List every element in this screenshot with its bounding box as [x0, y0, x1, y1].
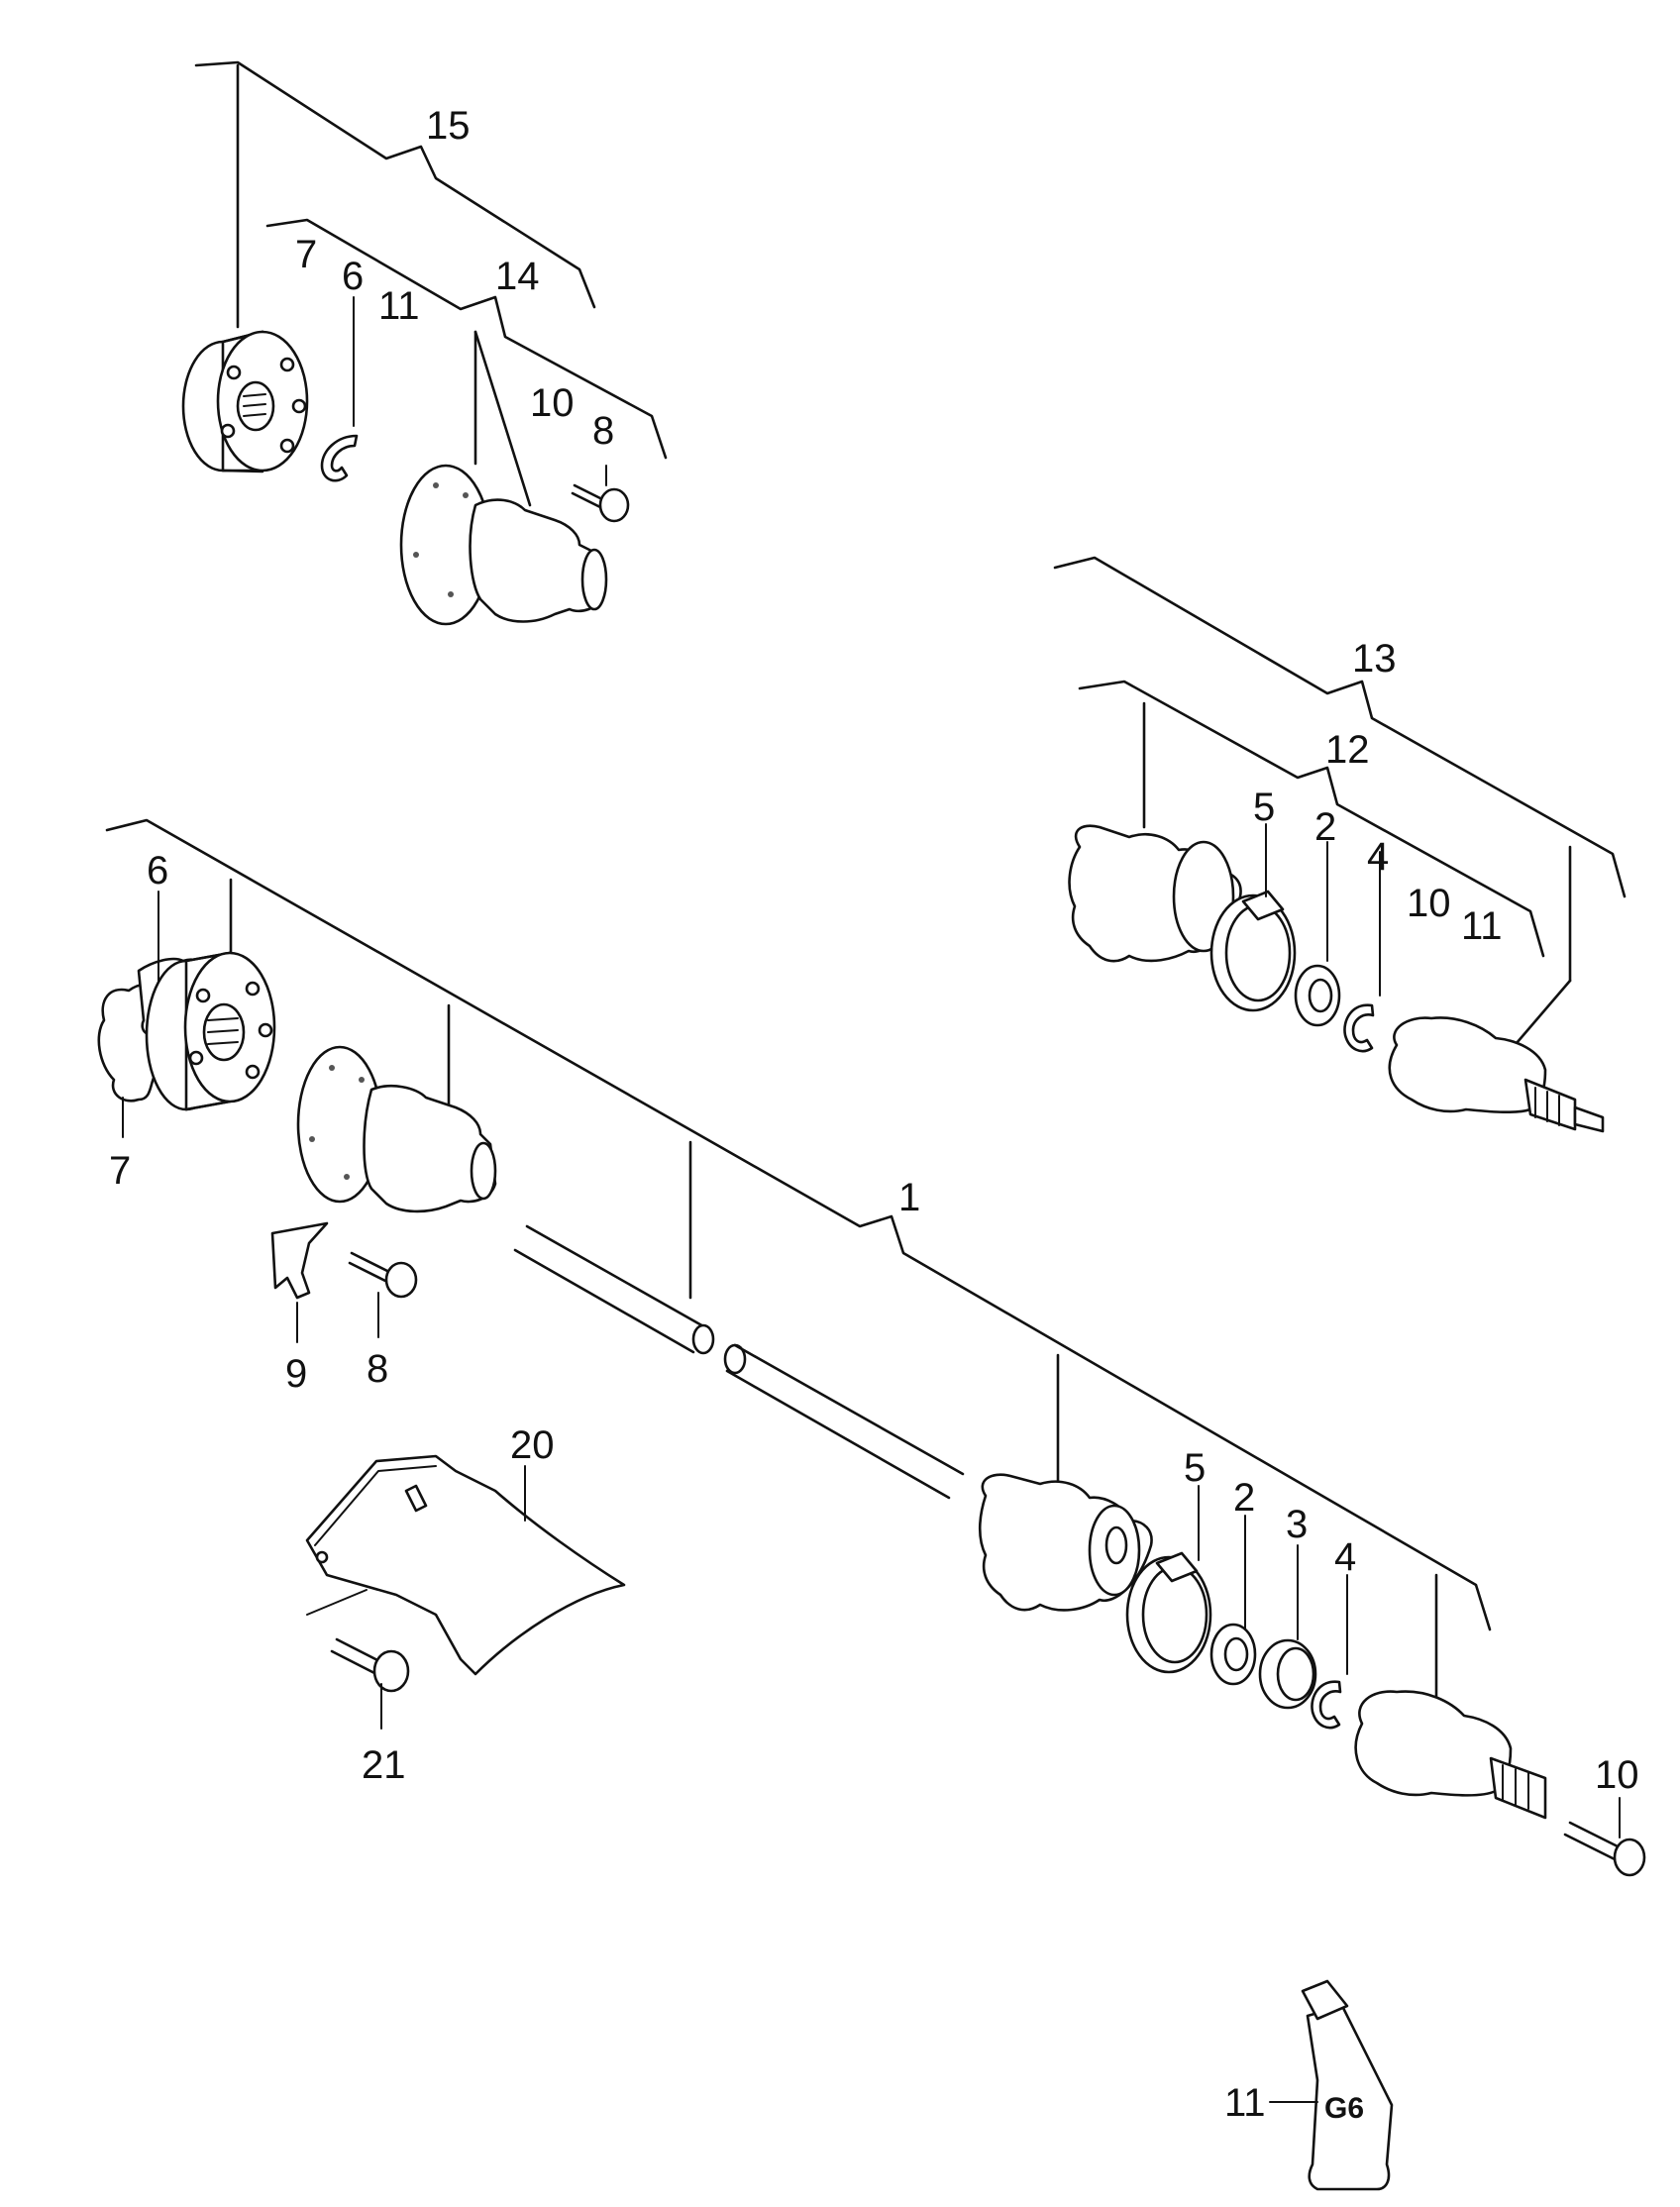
callout-9: 9: [285, 1352, 307, 1396]
bracket-9: [270, 1221, 329, 1343]
callout-8-main: 8: [367, 1347, 388, 1391]
leader-bracket-12: [1078, 680, 1545, 958]
outer-cv-joint-main: [1354, 1690, 1547, 1820]
clamp-5-main: [1125, 1485, 1212, 1674]
callout-10-right: 10: [1407, 882, 1451, 925]
washer-2-right: [1294, 841, 1341, 1027]
cv-joint-flange-main: [145, 951, 276, 1111]
grease-tube-11: G6: [1301, 1979, 1394, 2191]
callout-13: 13: [1352, 637, 1397, 681]
leader-bracket-13: [1053, 556, 1627, 1052]
callout-5-main: 5: [1184, 1446, 1206, 1490]
callout-10-top: 10: [530, 381, 575, 425]
circlip-4-right: [1343, 851, 1381, 1053]
callout-12: 12: [1325, 728, 1370, 772]
callout-11-top: 11: [378, 284, 420, 328]
circlip-4-main: [1311, 1574, 1348, 1730]
callout-15: 15: [426, 104, 471, 148]
callout-11-right: 11: [1461, 904, 1503, 948]
callout-4-right: 4: [1367, 835, 1389, 879]
callout-14: 14: [495, 255, 540, 298]
bolt-21: [330, 1637, 410, 1730]
callout-7-main: 7: [109, 1149, 131, 1193]
leader-bracket-14: [265, 218, 668, 507]
dished-washer-3: [1258, 1544, 1317, 1710]
cv-boot-main: [978, 1473, 1153, 1612]
shaft-tube: [513, 1224, 965, 1500]
callout-11-tube: 11: [1224, 2081, 1266, 2125]
outer-cv-joint-13: [1388, 1016, 1605, 1133]
bolt-8-main: [348, 1251, 418, 1338]
callout-3: 3: [1286, 1503, 1308, 1546]
callout-8-top: 8: [592, 409, 614, 453]
boot-flange-14: [399, 464, 608, 626]
clamp-5-right: [1209, 823, 1297, 1012]
leader-bracket-15: [194, 60, 596, 329]
callout-2-main: 2: [1233, 1476, 1255, 1520]
callout-2-right: 2: [1314, 805, 1336, 849]
circlip-6-top: [320, 434, 359, 482]
callout-4-main: 4: [1334, 1535, 1356, 1579]
cv-joint-flange-15: [181, 330, 309, 473]
callout-21: 21: [362, 1743, 406, 1787]
callout-6-main: 6: [147, 849, 168, 893]
bolt-8-top: [571, 465, 630, 523]
callout-1: 1: [898, 1176, 920, 1219]
grease-tube-label: G6: [1324, 2092, 1364, 2125]
bolt-10-main: [1563, 1797, 1646, 1877]
callout-6-top: 6: [342, 255, 364, 298]
washer-2-main: [1209, 1515, 1257, 1686]
heat-shield-20: [305, 1454, 626, 1676]
callout-5-right: 5: [1253, 786, 1275, 829]
boot-flange-main: [296, 1045, 497, 1213]
callout-20: 20: [510, 1423, 555, 1467]
callout-7-top: 7: [295, 233, 317, 276]
callout-10-main: 10: [1595, 1753, 1639, 1797]
